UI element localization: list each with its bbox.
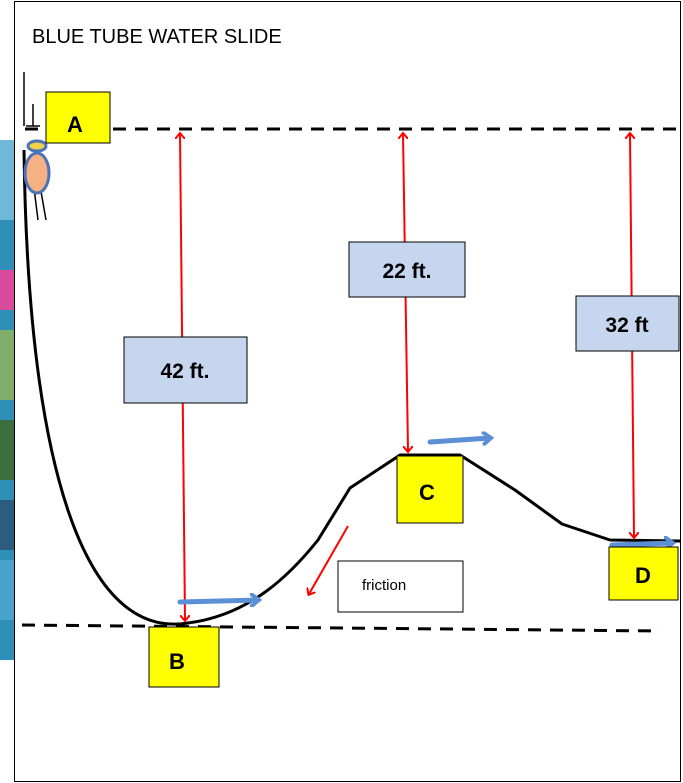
bottom-reference-line <box>21 623 661 633</box>
motion-arrow-d <box>609 543 672 545</box>
height-label-ac: 22 ft. <box>382 260 431 283</box>
motion-arrow-b <box>177 600 258 602</box>
friction-label: friction <box>362 577 406 594</box>
background-photo-strip <box>0 140 14 660</box>
height-label-ab: 42 ft. <box>160 360 209 383</box>
diagram-title: BLUE TUBE WATER SLIDE <box>32 26 282 48</box>
point-box-d: D <box>608 546 679 601</box>
friction-box: friction <box>337 560 464 613</box>
point-box-b: B <box>148 626 220 688</box>
slide-track <box>22 149 681 626</box>
friction-arrow <box>309 525 349 594</box>
height-box-ac: 22 ft. <box>348 241 466 298</box>
start-platform <box>23 72 40 127</box>
tube-rider-icon <box>23 139 51 221</box>
height-box-ad: 32 ft <box>575 295 680 352</box>
point-label-c: C <box>419 480 435 505</box>
point-label-b: B <box>169 649 185 674</box>
point-label-a: A <box>67 112 83 137</box>
height-label-ad: 32 ft <box>605 314 648 337</box>
point-box-c: C <box>396 455 464 524</box>
motion-arrow-c <box>427 438 490 442</box>
diagram-frame <box>14 1 681 782</box>
height-box-ab: 42 ft. <box>123 336 248 404</box>
point-box-a: A <box>45 91 111 144</box>
point-label-d: D <box>635 563 651 588</box>
